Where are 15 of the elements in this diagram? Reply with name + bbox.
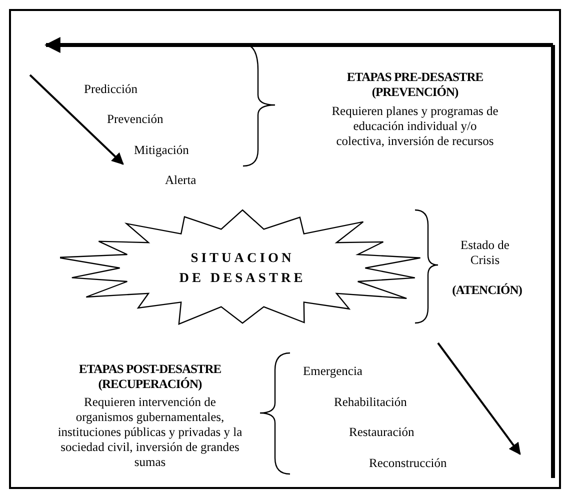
node-title: SITUACION DE DESASTRE [178,249,307,287]
section-heading: ETAPAS POST-DESASTRE (RECUPERACIÓN) [78,362,222,392]
list-item: Reconstrucción [369,456,447,471]
state-label: (ATENCIÓN) [451,283,523,298]
description-text: Requieren planes y programas de educación individual y/o colectiva, inversión de recursos [330,104,500,149]
state-label: Estado de Crisis [460,238,510,268]
list-item: Prevención [107,112,164,127]
list-item: Mitigación [134,143,189,158]
list-item: Predicción [84,82,138,97]
list-item: Rehabilitación [334,395,407,410]
list-item: Alerta [165,173,196,188]
section-heading: ETAPAS PRE-DESASTRE (PREVENCIÓN) [346,70,484,100]
description-text: Requieren intervención de organismos gubernamentales, instituciones públicas y privadas y la sociedad civil, inversión de grandes sumas [56,395,244,470]
list-item: Emergencia [303,364,362,379]
list-item: Restauración [349,425,414,440]
